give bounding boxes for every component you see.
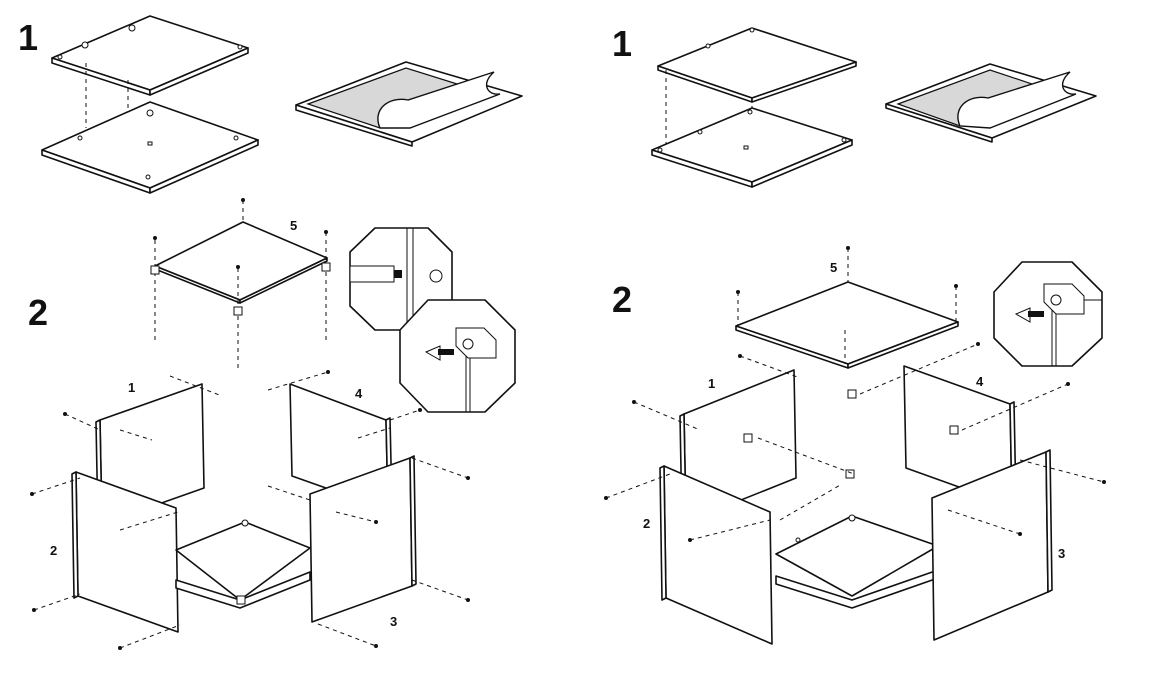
right-step2: 2 5 1 <box>604 246 1106 645</box>
left-panel-3: 3 <box>309 455 417 629</box>
left-step1: 1 <box>18 15 523 194</box>
screwdriver-icon <box>349 265 395 283</box>
left-base-plate <box>175 519 311 609</box>
right-base-plate <box>775 514 939 609</box>
screw-icon <box>241 198 245 202</box>
right-step2-number: 2 <box>612 279 632 320</box>
right-panel-2: 2 <box>643 465 773 645</box>
right-label-3: 3 <box>1058 546 1065 561</box>
right-panel-3: 3 <box>931 449 1065 641</box>
left-part5-plate: 5 <box>154 218 328 304</box>
right-label-4: 4 <box>976 374 984 389</box>
left-step2-number: 2 <box>28 292 48 333</box>
left-detail-nut <box>399 299 516 413</box>
left-label-2: 2 <box>50 543 57 558</box>
right-label-5: 5 <box>830 260 837 275</box>
right-label-2: 2 <box>643 516 650 531</box>
right-step1-number: 1 <box>612 23 632 64</box>
left-label-3: 3 <box>390 614 397 629</box>
right-top-plate <box>657 27 857 103</box>
right-label-1: 1 <box>708 376 715 391</box>
left-label-1: 1 <box>128 380 135 395</box>
left-step1-number: 1 <box>18 17 38 58</box>
right-film-plate <box>885 63 1097 143</box>
right-detail-nut <box>993 261 1103 367</box>
left-bottom-plate <box>41 101 259 194</box>
right-part5-plate: 5 <box>735 260 959 369</box>
left-label-4: 4 <box>355 386 363 401</box>
left-label-5: 5 <box>290 218 297 233</box>
square-nut-icon <box>150 265 160 275</box>
left-step2: 2 5 <box>28 198 516 650</box>
left-top-plate <box>51 15 249 96</box>
left-film-plate <box>295 61 523 147</box>
left-panel-2: 2 <box>50 471 179 633</box>
right-bottom-plate <box>651 107 853 188</box>
right-step1: 1 <box>612 23 1097 188</box>
